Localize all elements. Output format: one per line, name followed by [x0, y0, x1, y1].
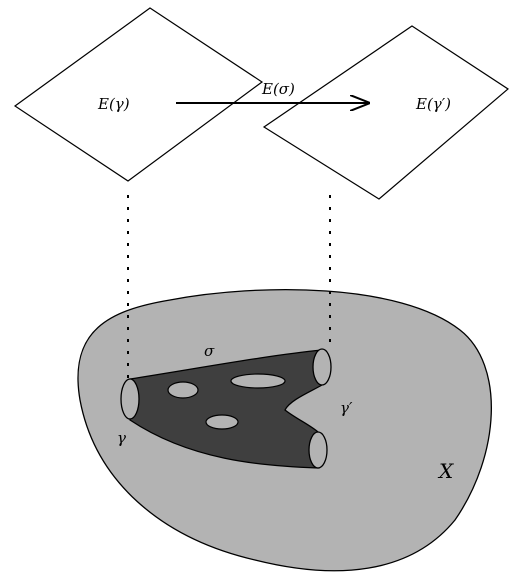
fiber-plane-left [13, 7, 264, 182]
surface-hole [230, 373, 286, 389]
surface-hole [205, 414, 239, 430]
label-sigma: σ [204, 342, 215, 360]
label-gamma-prime: γ′ [340, 399, 353, 417]
label-fiber-left: E(γ) [97, 95, 130, 113]
boundary-gamma-prime-lower [308, 431, 328, 469]
label-fiber-right: E(γ′) [415, 95, 451, 113]
fiber-plane-right [262, 25, 509, 200]
label-space-x: X [437, 459, 454, 483]
boundary-gamma-prime-upper [312, 348, 332, 386]
boundary-gamma [120, 378, 140, 420]
label-gamma: γ [117, 429, 126, 447]
surface-hole [167, 381, 199, 399]
label-transport-map: E(σ) [261, 80, 295, 98]
